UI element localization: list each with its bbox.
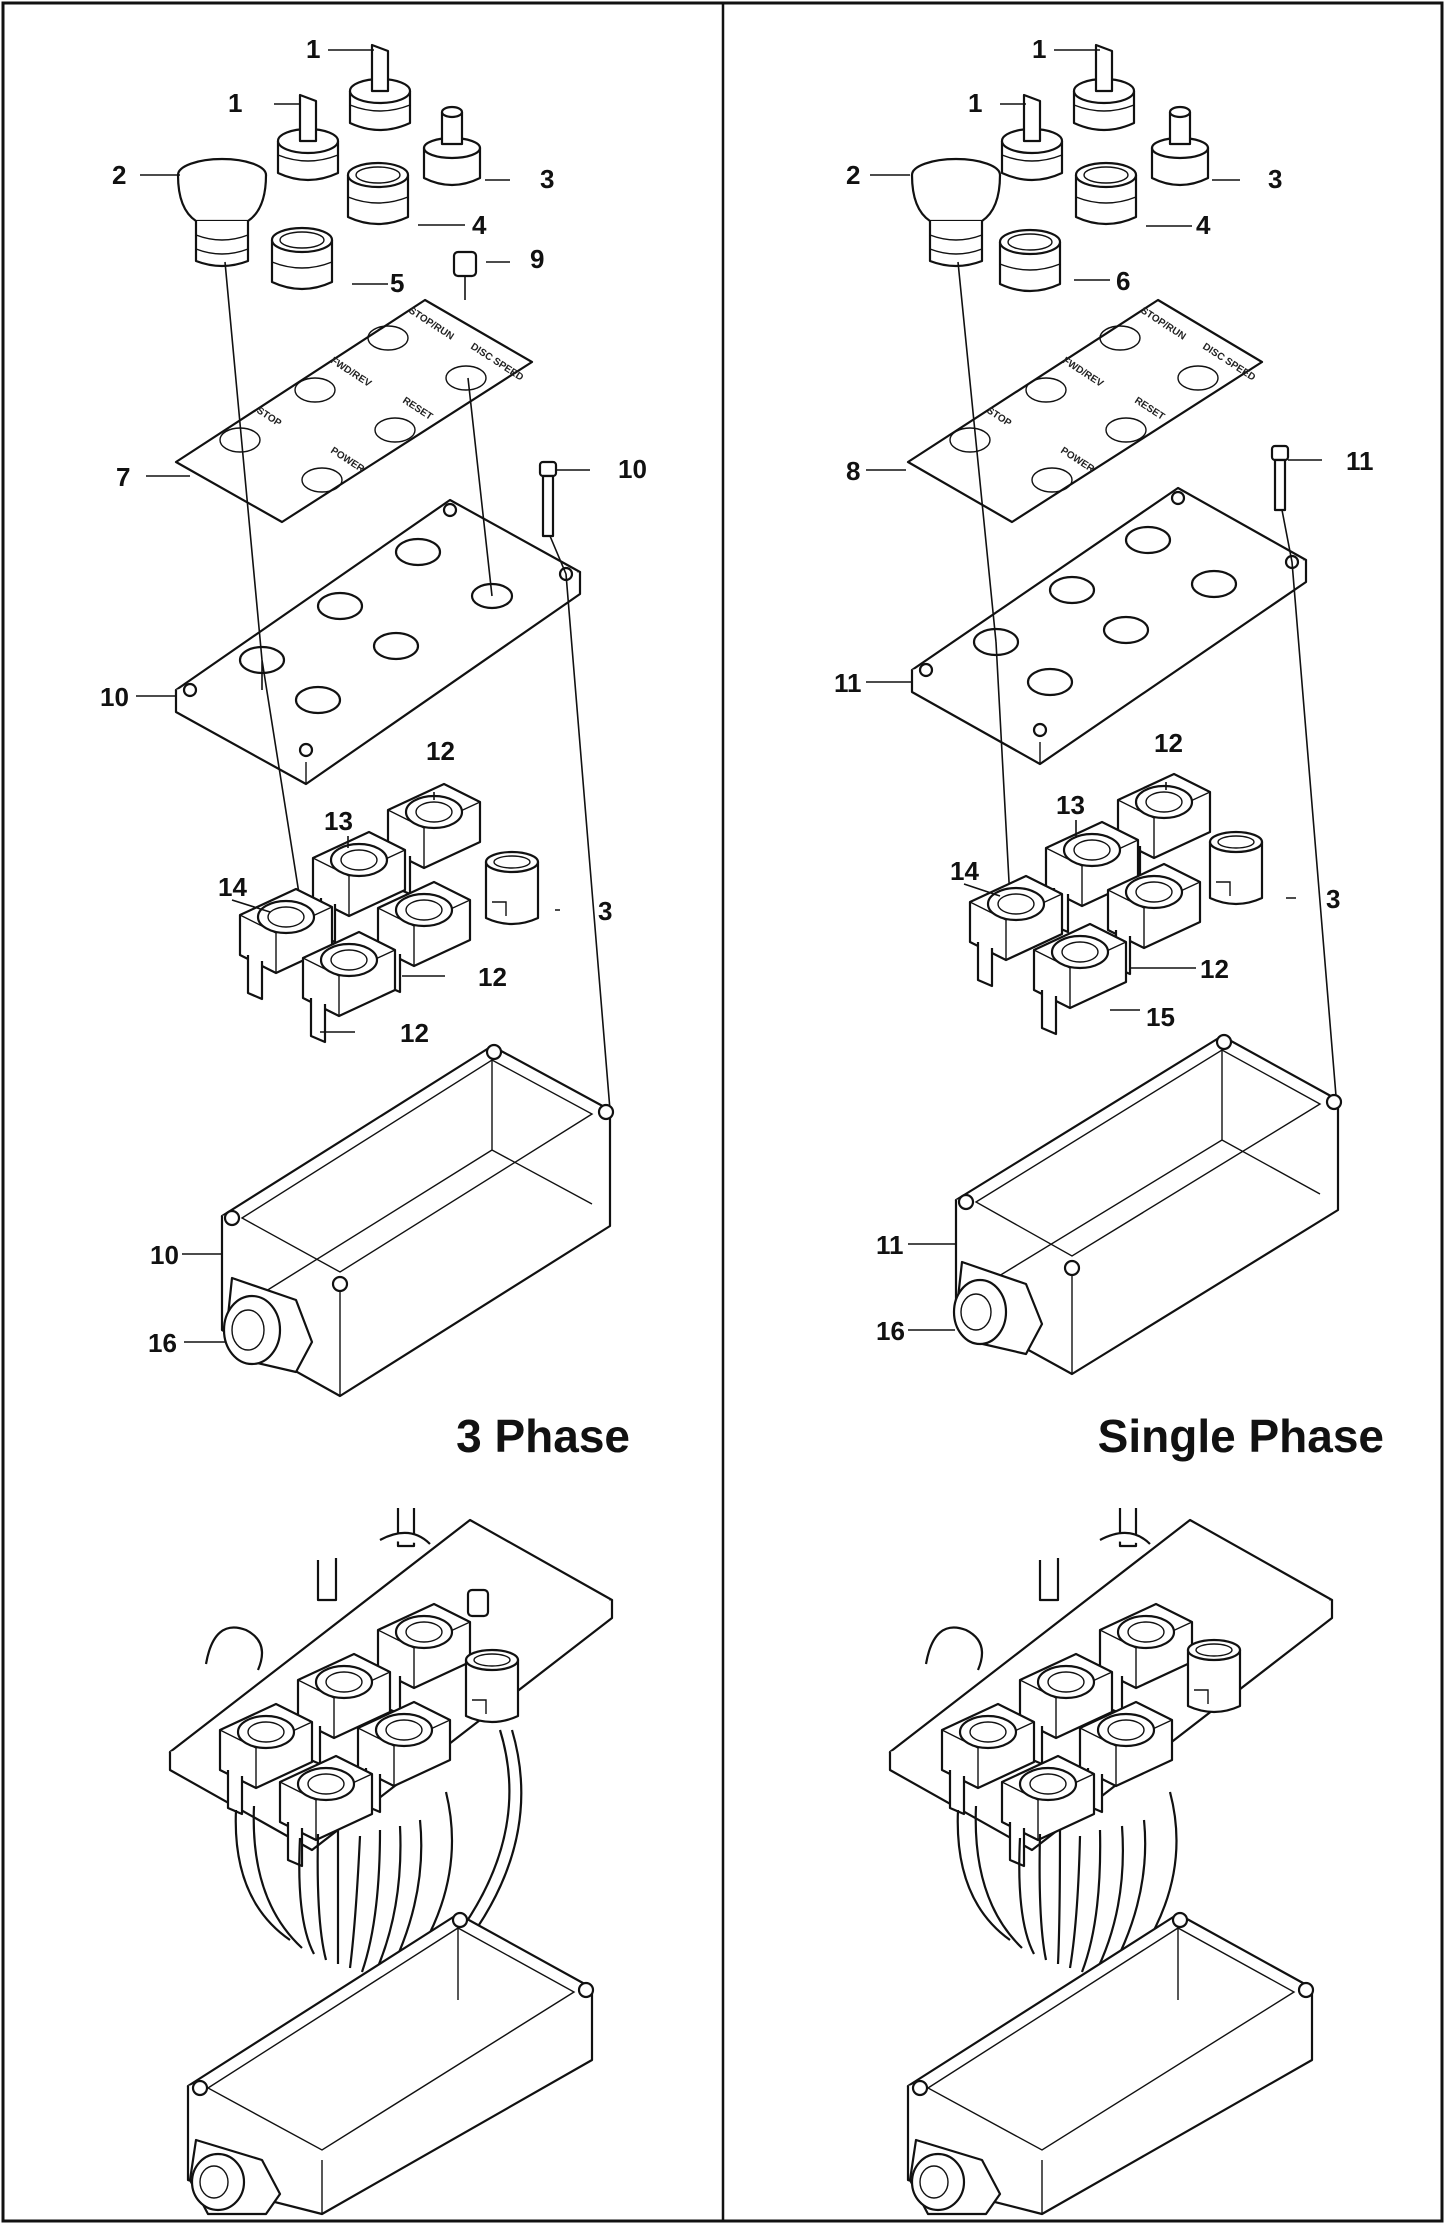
panel-3-phase: STOP/RUN DISC SPEED FWD/REV RESET STOP P… [100,34,647,2216]
mushroom-stop-button-part [176,157,268,268]
callout-label: 12 [1154,728,1183,758]
callout-label: 16 [876,1316,905,1346]
selector-switch-part [348,43,412,132]
callout-label: 7 [116,462,130,492]
callout-label: 13 [1056,790,1085,820]
callout-label: 11 [1346,446,1374,476]
screw-part [1270,444,1290,512]
potentiometer-part [1150,105,1210,187]
callout-label: 10 [618,454,647,484]
selector-switch-part [1000,93,1064,182]
callout-label: 1 [306,34,320,64]
callout-label: 3 [540,164,554,194]
callout-label: 2 [846,160,860,190]
callout-label: 4 [472,210,487,240]
callout-label: 11 [834,668,862,698]
callout-label: 14 [950,856,979,886]
callout-label: 12 [478,962,507,992]
enclosure-box [954,1033,1343,1376]
callout-label: 12 [1200,954,1229,984]
panel-title: Single Phase [1098,1410,1384,1462]
callout-label: 14 [218,872,247,902]
enclosure-box [220,1043,615,1398]
callout-label: 3 [1326,884,1340,914]
callout-label: 1 [968,88,982,118]
callout-label: 4 [1196,210,1211,240]
callout-label: 3 [1268,164,1282,194]
callout-label: 12 [426,736,455,766]
indicator-part [452,250,478,300]
callout-label: 2 [112,160,126,190]
callout-label: 15 [1146,1002,1175,1032]
callout-label: 10 [100,682,129,712]
callout-label: 9 [530,244,544,274]
mushroom-stop-button-part [910,157,1002,268]
callout-label: 1 [1032,34,1046,64]
callout-label: 8 [846,456,860,486]
push-button-part [346,161,410,226]
push-button-part [998,228,1062,293]
enclosure-lid [910,486,1308,766]
callout-label: 12 [400,1018,429,1048]
push-button-part [270,226,334,291]
callout-label: 13 [324,806,353,836]
label-plate: STOP/RUN DISC SPEED FWD/REV RESET STOP P… [174,298,534,524]
wired-assembly-view [168,1508,614,2216]
callout-label: 10 [150,1240,179,1270]
lamp-holder-part [1208,830,1264,906]
lamp-holder-part [484,850,540,926]
callout-label: 16 [148,1328,177,1358]
panel-title: 3 Phase [456,1410,630,1462]
screw-part [538,460,558,538]
callout-label: 6 [1116,266,1130,296]
label-plate: STOP/RUN DISC SPEED FWD/REV RESET STOP P… [906,298,1264,524]
push-button-part [1074,161,1138,226]
callout-label: 3 [598,896,612,926]
panel-single-phase: STOP/RUN DISC SPEED FWD/REV RESET STOP P… [834,34,1384,2216]
callout-label: 11 [876,1230,904,1260]
selector-switch-part [1072,43,1136,132]
cable-gland-part [952,1260,1044,1356]
cable-gland-part [222,1276,314,1374]
enclosure-lid [174,498,582,786]
wired-assembly-view [888,1508,1334,2216]
callout-label: 1 [228,88,242,118]
callout-label: 5 [390,268,404,298]
selector-switch-part [276,93,340,182]
potentiometer-part [422,105,482,187]
